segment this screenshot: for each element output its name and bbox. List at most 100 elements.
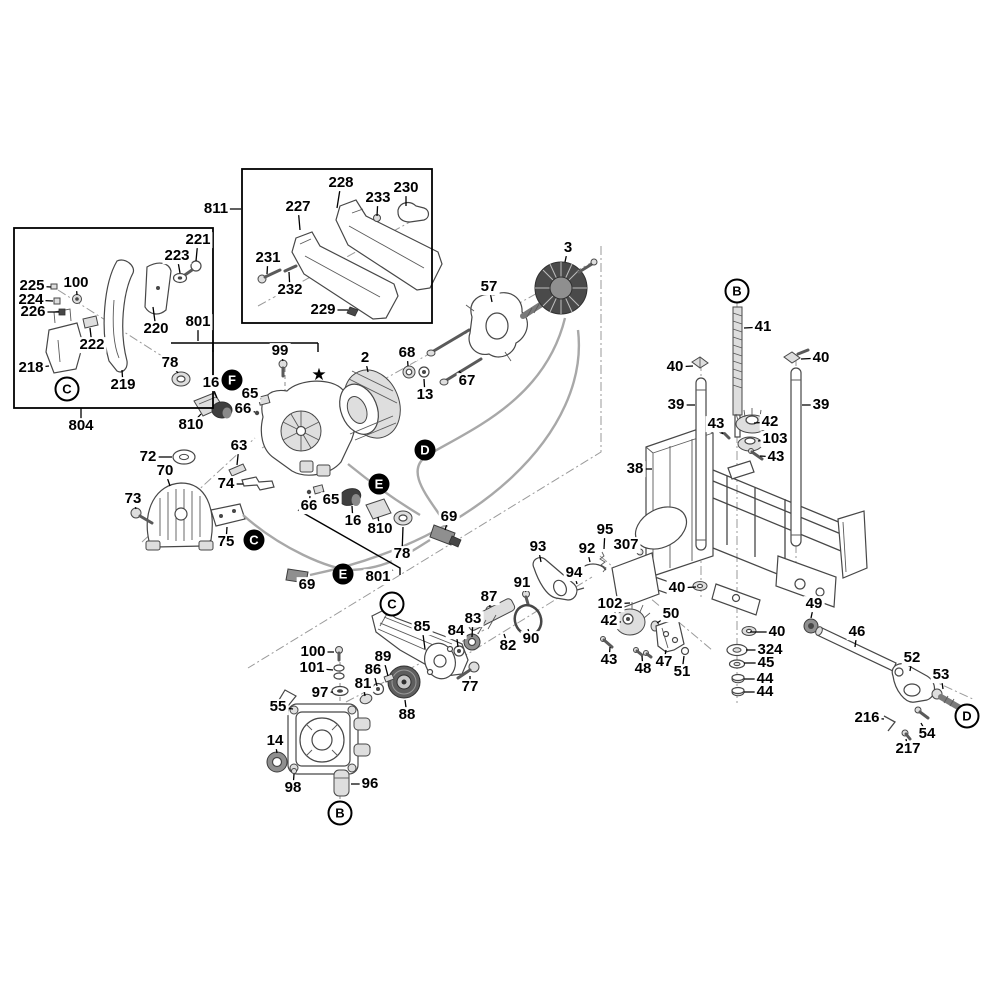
part-label-92-58: 92 xyxy=(576,540,598,558)
part-label-307-57: 307 xyxy=(611,536,641,554)
gear-arm-assembly xyxy=(266,609,481,797)
part-label-73-35: 73 xyxy=(122,490,144,508)
part-label-44-78: 44 xyxy=(754,670,776,688)
part-label-69-45: 69 xyxy=(296,576,318,594)
part-label-222-15: 222 xyxy=(77,336,107,354)
part-label-44-79: 44 xyxy=(754,683,776,701)
part-label-233-3: 233 xyxy=(363,189,393,207)
wire-tag-E-2: E xyxy=(368,473,390,495)
part-label-94-59: 94 xyxy=(563,564,585,582)
part-label-226-13: 226 xyxy=(18,303,48,321)
part-label-72-33: 72 xyxy=(137,448,159,466)
part-label-223-9: 223 xyxy=(162,247,192,265)
part-label-97-95: 97 xyxy=(309,684,331,702)
part-label-216-84: 216 xyxy=(852,709,882,727)
part-label-810-41: 810 xyxy=(365,520,395,538)
part-label-801-44: 801 xyxy=(363,568,393,586)
part-label-45-77: 45 xyxy=(755,654,777,672)
part-label-90-68: 90 xyxy=(520,630,542,648)
part-label-50-70: 50 xyxy=(660,605,682,623)
wire-tag-D-1: D xyxy=(414,439,436,461)
part-label-2-24: 2 xyxy=(358,349,372,367)
part-label-227-1: 227 xyxy=(283,198,313,216)
wire-tag-F-0: F xyxy=(221,369,243,391)
part-label-324-76: 324 xyxy=(755,641,785,659)
part-label-55-96: 55 xyxy=(267,698,289,716)
part-label-74-36: 74 xyxy=(215,475,237,493)
part-label-40-47: 40 xyxy=(664,358,686,376)
part-label-218-16: 218 xyxy=(16,359,46,377)
part-label-57-28: 57 xyxy=(478,278,500,296)
part-label-232-6: 232 xyxy=(275,281,305,299)
part-label-51-74: 51 xyxy=(671,663,693,681)
part-label-221-8: 221 xyxy=(183,231,213,249)
assembly-ref-C-0: C xyxy=(54,376,80,402)
part-label-231-5: 231 xyxy=(253,249,283,267)
assembly-ref-D-4: D xyxy=(954,703,980,729)
star-marker: ★ xyxy=(311,365,327,385)
part-label-49-80: 49 xyxy=(803,595,825,613)
part-label-78-20: 78 xyxy=(159,354,181,372)
part-label-42-51: 42 xyxy=(759,413,781,431)
part-label-81-90: 81 xyxy=(352,675,374,693)
part-label-65-39: 65 xyxy=(320,491,342,509)
part-label-217-86: 217 xyxy=(893,740,923,758)
part-label-14-97: 14 xyxy=(264,732,286,750)
part-label-82-67: 82 xyxy=(497,637,519,655)
part-label-98-98: 98 xyxy=(282,779,304,797)
part-label-811-0: 811 xyxy=(201,200,231,218)
wire-tag-C-3: C xyxy=(243,529,265,551)
part-label-801-19: 801 xyxy=(183,313,213,331)
part-label-40-48: 40 xyxy=(810,349,832,367)
part-label-43-71: 43 xyxy=(598,651,620,669)
part-label-100-93: 100 xyxy=(298,643,328,661)
blade-guard-assembly xyxy=(257,199,443,320)
part-label-229-7: 229 xyxy=(308,301,338,319)
part-label-68-25: 68 xyxy=(396,344,418,362)
part-label-48-72: 48 xyxy=(632,660,654,678)
part-label-87-63: 87 xyxy=(478,588,500,606)
part-label-40-62: 40 xyxy=(666,579,688,597)
handle-assembly xyxy=(45,259,202,374)
part-label-220-14: 220 xyxy=(141,320,171,338)
part-label-52-82: 52 xyxy=(901,649,923,667)
part-label-39-50: 39 xyxy=(810,396,832,414)
part-label-95-56: 95 xyxy=(594,521,616,539)
assembly-ref-C-2: C xyxy=(379,591,405,617)
part-label-804-18: 804 xyxy=(66,417,96,435)
part-label-102-64: 102 xyxy=(595,595,625,613)
wire-tag-E-4: E xyxy=(332,563,354,585)
part-label-101-94: 101 xyxy=(297,659,327,677)
part-label-39-49: 39 xyxy=(665,396,687,414)
part-label-43-54: 43 xyxy=(765,448,787,466)
brush-and-cord-parts xyxy=(130,317,581,584)
part-label-85-87: 85 xyxy=(411,618,433,636)
assembly-ref-B-3: B xyxy=(327,800,353,826)
part-label-219-17: 219 xyxy=(108,376,138,394)
part-label-40-75: 40 xyxy=(766,623,788,641)
part-label-53-83: 53 xyxy=(930,666,952,684)
part-label-77-92: 77 xyxy=(459,678,481,696)
part-label-83-65: 83 xyxy=(462,610,484,628)
part-label-16-40: 16 xyxy=(342,512,364,530)
part-label-16-21: 16 xyxy=(200,374,222,392)
part-label-42-69: 42 xyxy=(598,612,620,630)
depth-rod-and-clamp xyxy=(803,618,963,741)
part-label-66-31: 66 xyxy=(232,400,254,418)
part-label-228-2: 228 xyxy=(326,174,356,192)
part-label-46-81: 46 xyxy=(846,623,868,641)
part-label-93-60: 93 xyxy=(527,538,549,556)
part-label-89-88: 89 xyxy=(372,648,394,666)
part-label-38-55: 38 xyxy=(624,460,646,478)
part-label-65-30: 65 xyxy=(239,385,261,403)
part-label-96-99: 96 xyxy=(359,775,381,793)
part-label-224-12: 224 xyxy=(16,291,46,309)
part-label-225-10: 225 xyxy=(17,277,47,295)
part-label-66-38: 66 xyxy=(298,497,320,515)
part-label-70-34: 70 xyxy=(154,462,176,480)
part-label-91-61: 91 xyxy=(511,574,533,592)
part-label-41-46: 41 xyxy=(752,318,774,336)
base-assembly xyxy=(634,306,868,616)
